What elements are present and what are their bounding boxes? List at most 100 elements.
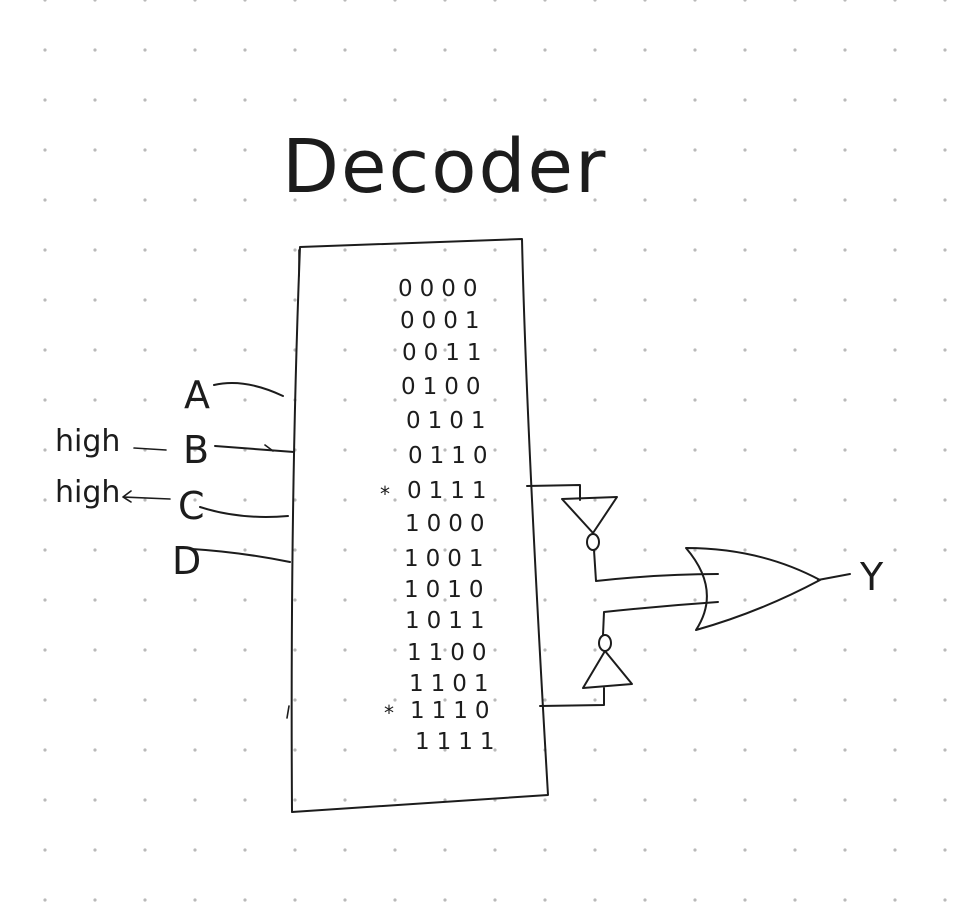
grid-dot [543, 198, 547, 202]
grid-dot [493, 398, 497, 402]
grid-dot [793, 598, 797, 602]
output-wire-lower [539, 687, 605, 707]
grid-dot [393, 448, 397, 452]
grid-dot [93, 0, 97, 2]
grid-dot [843, 298, 847, 302]
grid-dot [43, 598, 47, 602]
grid-dot [493, 348, 497, 352]
grid-dot [643, 598, 647, 602]
grid-dot [643, 448, 647, 452]
grid-dot [643, 648, 647, 652]
grid-dot [893, 0, 897, 2]
grid-dot [693, 398, 697, 402]
title-text: Decoder [282, 124, 607, 210]
grid-dot [93, 698, 97, 702]
grid-dot [643, 748, 647, 752]
grid-dot [543, 248, 547, 252]
grid-dot [443, 198, 447, 202]
grid-dot [743, 798, 747, 802]
grid-dot [743, 298, 747, 302]
grid-dot [293, 848, 297, 852]
grid-dot [943, 148, 947, 152]
grid-dot [793, 848, 797, 852]
grid-dot [393, 248, 397, 252]
grid-dot [943, 48, 947, 52]
grid-dot [43, 48, 47, 52]
grid-dot [943, 298, 947, 302]
grid-dot [943, 698, 947, 702]
grid-dot [943, 748, 947, 752]
grid-dot [293, 148, 297, 152]
grid-dot [393, 798, 397, 802]
grid-dot [443, 498, 447, 502]
truth-table-row: 1011 [405, 608, 492, 634]
grid-dot [943, 98, 947, 102]
grid-dot [493, 48, 497, 52]
grid-dot [643, 298, 647, 302]
grid-dot [793, 398, 797, 402]
grid-dot [743, 398, 747, 402]
grid-dot [393, 598, 397, 602]
grid-dot [93, 298, 97, 302]
grid-dot [843, 898, 847, 902]
grid-dot [793, 98, 797, 102]
grid-dot [843, 648, 847, 652]
grid-dot [43, 748, 47, 752]
truth-table-row: 0110 [408, 443, 495, 469]
grid-dot [193, 248, 197, 252]
truth-table-row: 0011 [402, 340, 489, 366]
grid-dot [643, 848, 647, 852]
grid-dot [443, 448, 447, 452]
grid-dot [343, 148, 347, 152]
grid-dot [743, 0, 747, 2]
grid-dot [893, 848, 897, 852]
input-label-d: D [172, 539, 201, 583]
truth-table: 0000 0001 0011 0100 0101 0110 0111 1000 … [398, 276, 495, 755]
truth-table-row: 1000 [405, 511, 492, 537]
grid-dot [243, 148, 247, 152]
grid-dot [143, 0, 147, 2]
grid-dot [793, 148, 797, 152]
grid-dot [843, 748, 847, 752]
grid-dot [43, 98, 47, 102]
grid-dot [93, 148, 97, 152]
grid-dot [593, 848, 597, 852]
grid-dot [643, 0, 647, 2]
grid-dot [643, 498, 647, 502]
grid-dot [693, 498, 697, 502]
grid-dot [793, 698, 797, 702]
grid-dot [343, 248, 347, 252]
grid-dot [243, 0, 247, 2]
grid-dot [443, 98, 447, 102]
grid-dot [543, 548, 547, 552]
grid-dot [193, 648, 197, 652]
grid-dot [643, 98, 647, 102]
grid-dot [943, 648, 947, 652]
grid-dot [343, 298, 347, 302]
grid-dot [143, 598, 147, 602]
grid-dot [943, 348, 947, 352]
grid-dot [843, 248, 847, 252]
grid-dot [143, 348, 147, 352]
grid-dot [643, 798, 647, 802]
grid-dot [343, 648, 347, 652]
grid-dot [343, 398, 347, 402]
not-gate-lower [582, 650, 633, 689]
grid-dot [693, 648, 697, 652]
grid-dot [843, 598, 847, 602]
grid-dot [43, 448, 47, 452]
grid-dot [893, 98, 897, 102]
grid-dot [143, 698, 147, 702]
grid-dot [693, 798, 697, 802]
grid-dot [343, 698, 347, 702]
grid-dot [643, 348, 647, 352]
grid-dot [543, 298, 547, 302]
grid-dot [293, 48, 297, 52]
grid-dot [293, 598, 297, 602]
grid-dot [193, 0, 197, 2]
grid-dot [643, 198, 647, 202]
grid-dot [343, 898, 347, 902]
grid-dot [743, 498, 747, 502]
grid-dot [43, 648, 47, 652]
grid-dot [593, 898, 597, 902]
